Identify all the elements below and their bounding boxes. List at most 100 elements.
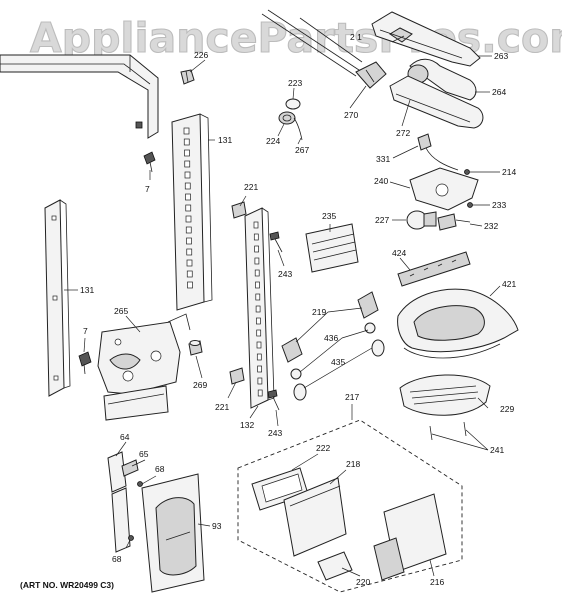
callout-131: 131	[80, 285, 94, 295]
cabinet-corner	[0, 54, 159, 139]
part-223-mount	[285, 98, 301, 110]
part-241-pins	[429, 421, 467, 441]
callout-229: 229	[500, 404, 514, 414]
rail-slot	[257, 377, 263, 385]
callout-241: 241	[490, 445, 504, 455]
rail-slot	[185, 215, 192, 223]
callout-265: 265	[114, 306, 128, 316]
part-68-screw-bottom	[128, 535, 134, 541]
rail-slot	[184, 149, 190, 157]
part-270-harness	[261, 9, 387, 89]
rail-slot	[185, 204, 192, 212]
rail-slot	[254, 269, 260, 277]
rail-slot	[256, 329, 262, 337]
callout-227: 227	[375, 215, 389, 225]
part-219-socket-left	[281, 337, 303, 363]
callout-2-1: 2 1	[350, 32, 362, 42]
part-233-screw	[467, 202, 473, 208]
callout-7: 7	[83, 326, 88, 336]
rail-slot	[185, 193, 191, 201]
callout-219: 219	[312, 307, 326, 317]
rail-slot	[183, 138, 190, 146]
rail-slot	[185, 226, 192, 234]
callout-436: 436	[324, 333, 338, 343]
callout-243: 243	[278, 269, 292, 279]
callout-214: 214	[502, 167, 516, 177]
rail-slot	[255, 281, 260, 289]
callout-233: 233	[492, 200, 506, 210]
rail-slot	[253, 233, 259, 241]
part-219-socket-right	[357, 291, 379, 319]
callout-269: 269	[193, 380, 207, 390]
part-229-drip-tray	[399, 374, 491, 416]
part-220-gasket	[317, 551, 353, 581]
callout-64: 64	[120, 432, 130, 442]
callout-7: 7	[145, 184, 150, 194]
callout-labels: 226 131 7 131 7 265 269 221 221 132 243 …	[80, 32, 516, 587]
rail-slot	[256, 353, 262, 361]
part-224-socket	[278, 111, 296, 125]
part-131-rail-left	[44, 199, 71, 397]
rail-slot	[186, 270, 193, 278]
rail-slot	[186, 248, 193, 256]
part-7-screw-top	[143, 151, 156, 173]
part-7-screw-lower	[78, 351, 92, 375]
callout-421: 421	[502, 279, 516, 289]
part-131-rail-center	[171, 113, 213, 311]
part-64-actuator	[107, 451, 131, 553]
callout-221: 221	[215, 402, 229, 412]
callout-263: 263	[494, 51, 508, 61]
part-227-bulb	[406, 210, 437, 230]
callout-435: 435	[331, 357, 345, 367]
part-216-module	[373, 493, 447, 581]
callout-232: 232	[484, 221, 498, 231]
watermark-text: AppliancePartsPros.com	[30, 14, 562, 62]
part-222-frame	[251, 467, 309, 511]
part-269-spacer	[188, 340, 203, 356]
callout-217: 217	[345, 392, 359, 402]
rail-slot	[183, 127, 190, 135]
part-243-screw-upper	[269, 231, 283, 253]
rail-slot	[184, 182, 191, 190]
part-424-control-board	[397, 251, 471, 287]
callout-68: 68	[112, 554, 122, 564]
part-226-clip	[180, 69, 195, 85]
rail-slot	[257, 365, 262, 373]
part-65-lever	[121, 459, 139, 477]
callout-222: 222	[316, 443, 330, 453]
callout-331: 331	[376, 154, 390, 164]
rail-slot	[253, 221, 259, 229]
callout-272: 272	[396, 128, 410, 138]
part-331-connector	[417, 133, 459, 171]
callout-267: 267	[295, 145, 309, 155]
part-421-dispenser-housing	[397, 288, 519, 359]
rail-slot	[186, 237, 192, 245]
callout-216: 216	[430, 577, 444, 587]
part-265-bracket	[97, 313, 191, 421]
rail-slot	[184, 160, 191, 168]
callout-424: 424	[392, 248, 406, 258]
callout-220: 220	[356, 577, 370, 587]
callout-224: 224	[266, 136, 280, 146]
callout-226: 226	[194, 50, 208, 60]
part-243-screw-lower	[267, 389, 280, 411]
part-221-clip-top	[231, 201, 247, 219]
part-214-screw	[464, 169, 470, 175]
callout-93: 93	[212, 521, 222, 531]
rail-slot	[255, 293, 261, 301]
callout-131: 131	[218, 135, 232, 145]
callout-223: 223	[288, 78, 302, 88]
callout-243: 243	[268, 428, 282, 438]
callout-270: 270	[344, 110, 358, 120]
callout-240: 240	[374, 176, 388, 186]
part-272-light-cover	[389, 75, 484, 129]
part-232-socket	[437, 213, 471, 231]
art-number: (ART NO. WR20499 C3)	[20, 580, 114, 590]
part-235-vent-cover	[305, 223, 359, 273]
callout-235: 235	[322, 211, 336, 221]
part-221-clip-bottom	[229, 367, 245, 385]
rail-slot	[254, 245, 259, 253]
part-217-assembly	[237, 419, 463, 593]
callout-218: 218	[346, 459, 360, 469]
callout-221: 221	[244, 182, 258, 192]
